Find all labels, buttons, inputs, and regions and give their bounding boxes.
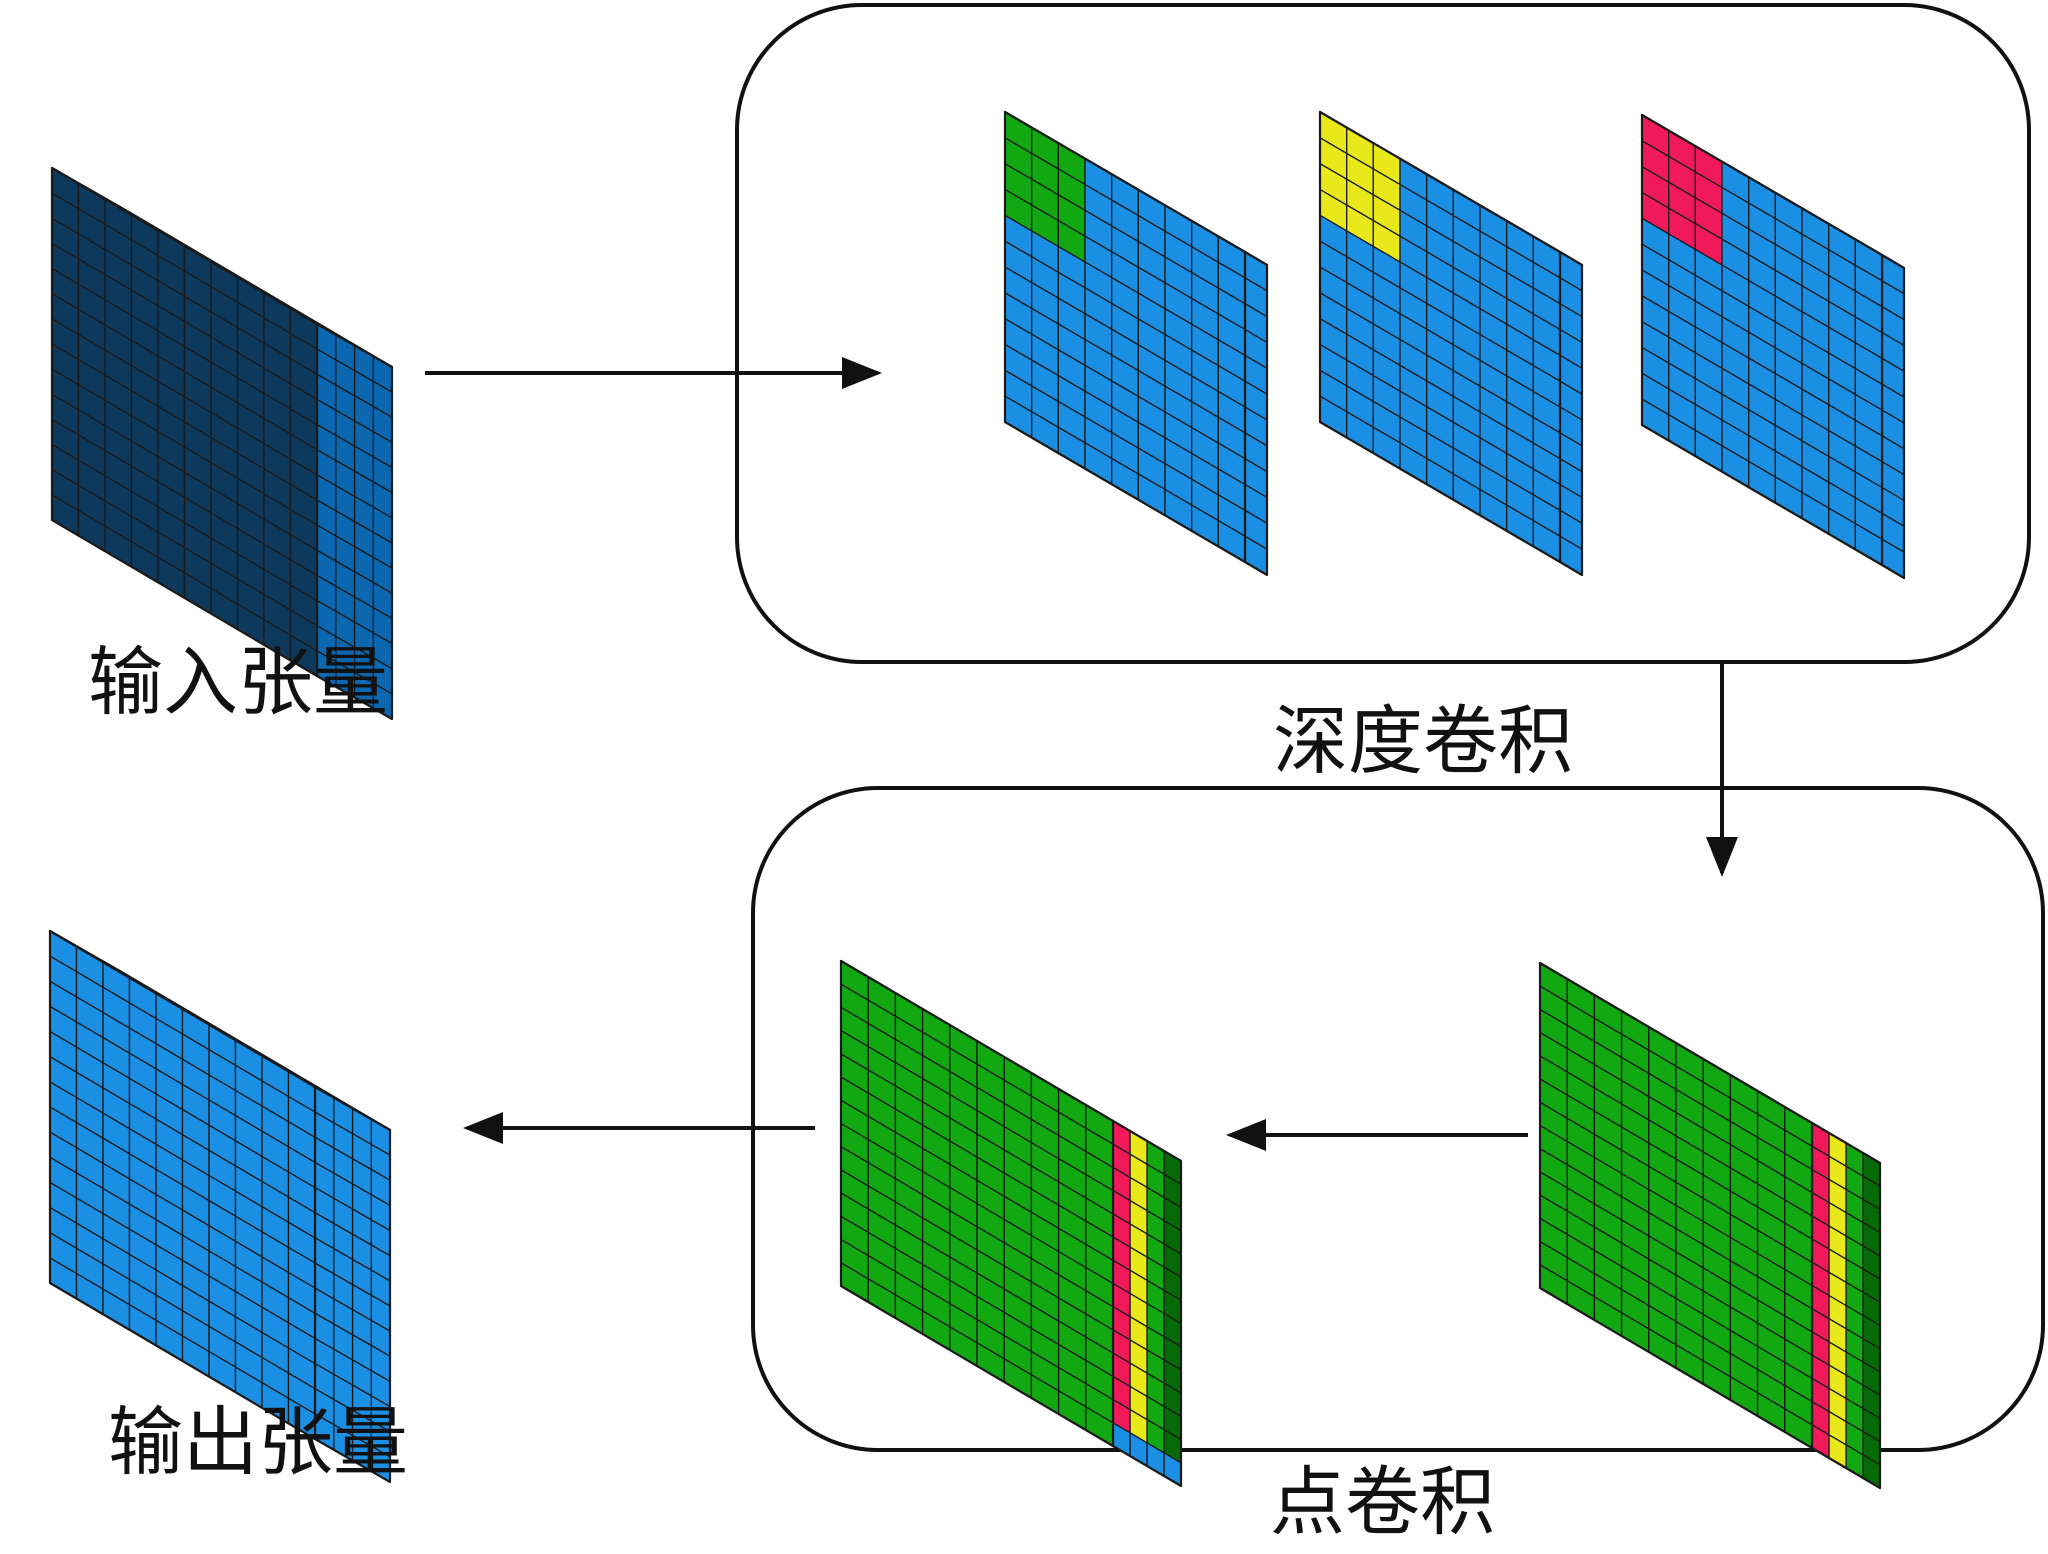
face-outline (1538, 961, 1814, 1450)
face-outline (1003, 110, 1247, 564)
side-face (313, 1085, 392, 1484)
pointwise-stack-right (1538, 961, 1882, 1490)
face-outline (1640, 113, 1884, 567)
depthwise-slice-red (1640, 113, 1906, 580)
depthwise-group-frame (735, 3, 2031, 664)
front-face (839, 959, 1115, 1448)
pointwise-conv-label: 点卷积 (1270, 1458, 1496, 1546)
face-outline (48, 929, 317, 1441)
side-face (1880, 253, 1906, 580)
front-face (1318, 110, 1562, 564)
front-face (1538, 961, 1814, 1450)
face-outline (839, 959, 1115, 1448)
output-tensor-label: 输出张量 (108, 1398, 409, 1486)
side-face (315, 322, 394, 721)
pointwise-stack-left (839, 959, 1183, 1488)
side-face (1243, 250, 1269, 577)
front-face (1003, 110, 1247, 564)
depthwise-conv-label: 深度卷积 (1273, 697, 1574, 785)
side-face (1810, 1121, 1882, 1490)
front-face (1640, 113, 1884, 567)
pointwise-group-frame (751, 786, 2045, 1452)
face-outline (1318, 110, 1562, 564)
side-face (1558, 250, 1584, 577)
input-tensor-label: 输入张量 (88, 638, 389, 726)
input-tensor (50, 166, 394, 721)
face-outline (50, 166, 319, 678)
depthwise-slice-yellow (1318, 110, 1584, 577)
front-face (50, 166, 319, 678)
output-tensor (48, 929, 392, 1484)
front-face (48, 929, 317, 1441)
side-face (1111, 1119, 1183, 1488)
depthwise-slice-green (1003, 110, 1269, 577)
